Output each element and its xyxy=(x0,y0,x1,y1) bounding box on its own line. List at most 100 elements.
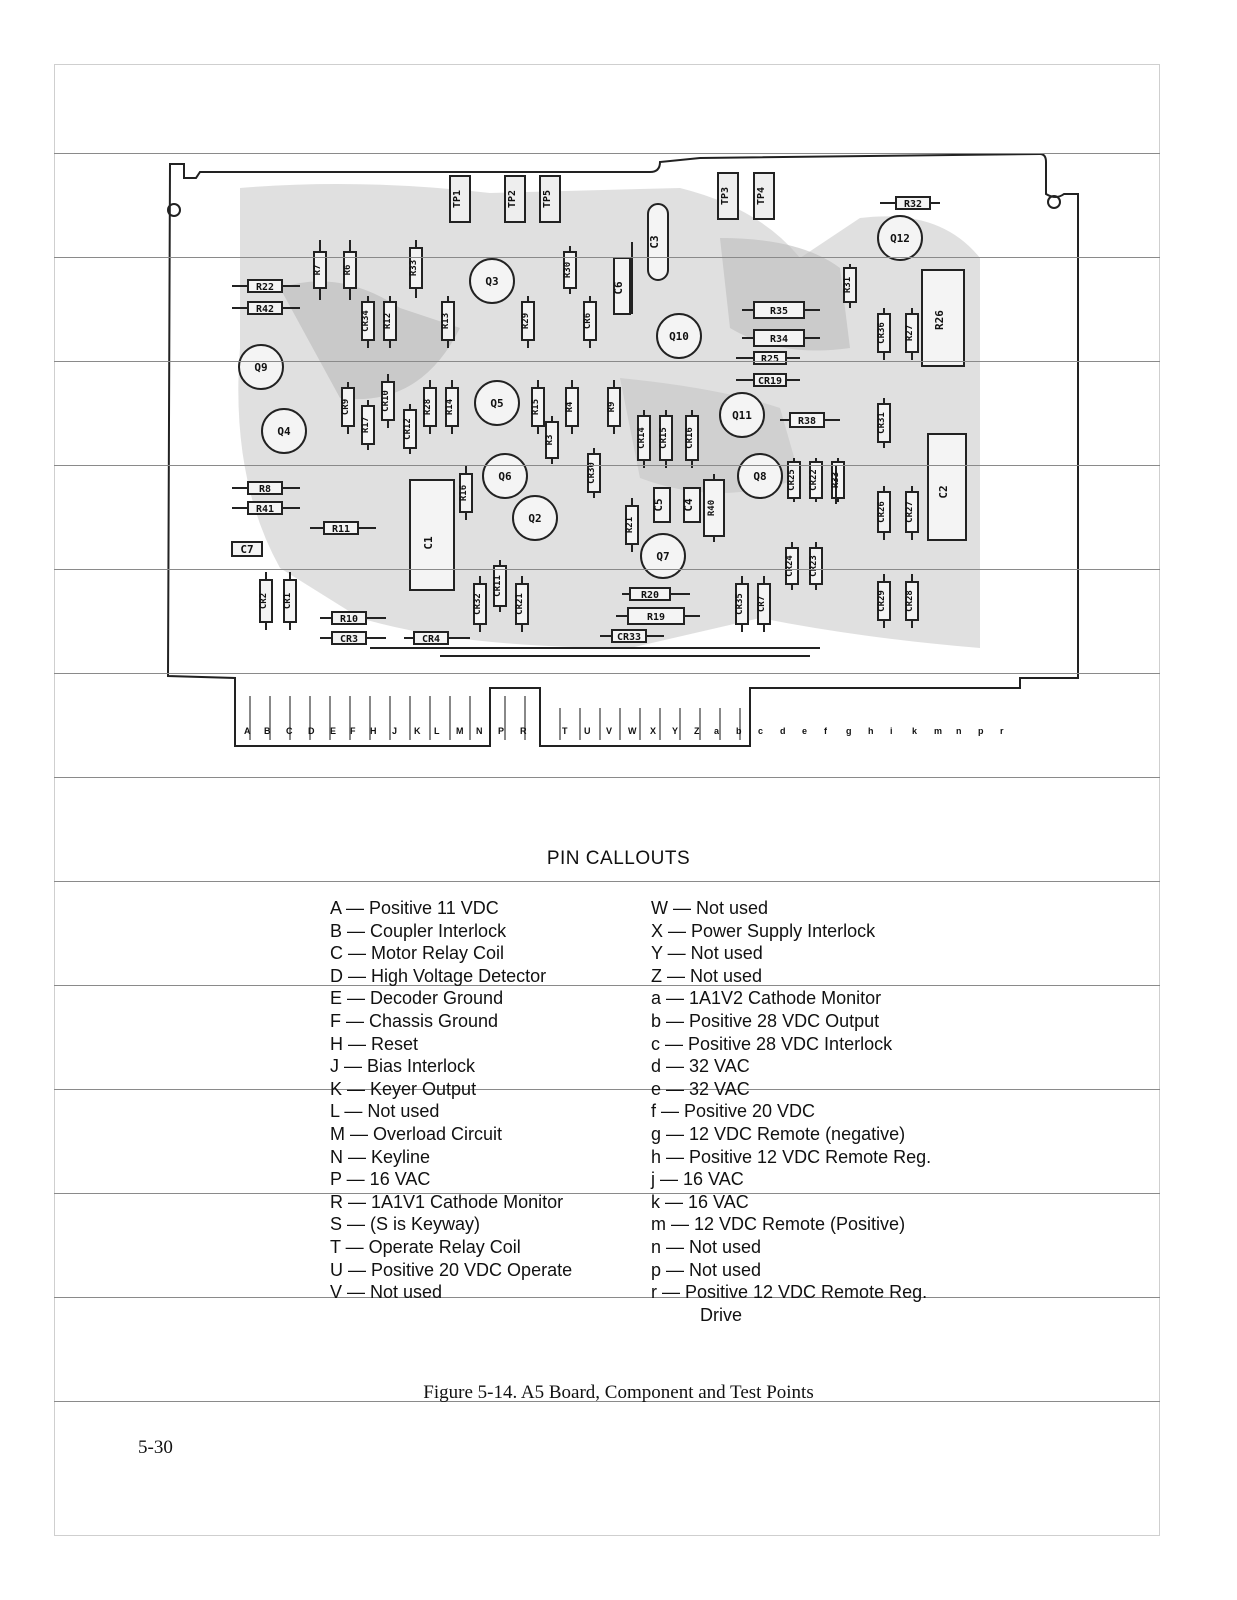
figure-caption: Figure 5-14. A5 Board, Component and Tes… xyxy=(423,1382,814,1403)
svg-text:R6: R6 xyxy=(343,265,353,276)
svg-text:CR34: CR34 xyxy=(361,310,371,332)
svg-text:D: D xyxy=(308,726,315,736)
pin-callouts-right-column: W — Not used X — Power Supply Interlock … xyxy=(651,897,931,1326)
pin-callout: Z — Not used xyxy=(651,965,763,986)
svg-text:C6: C6 xyxy=(612,281,625,295)
svg-text:R3: R3 xyxy=(545,435,555,446)
svg-text:R10: R10 xyxy=(340,614,358,625)
svg-text:c: c xyxy=(758,726,763,736)
svg-text:CR36: CR36 xyxy=(877,322,887,344)
svg-text:CR6: CR6 xyxy=(583,313,593,329)
svg-text:W: W xyxy=(628,726,637,736)
svg-text:N: N xyxy=(476,726,483,736)
svg-text:Q9: Q9 xyxy=(254,361,267,374)
svg-text:n: n xyxy=(956,726,962,736)
scan-rule xyxy=(54,465,1160,466)
pin-callout: c — Positive 28 VDC Interlock xyxy=(651,1033,893,1054)
svg-text:CR27: CR27 xyxy=(905,501,915,523)
pin-callout: p — Not used xyxy=(651,1259,762,1280)
pin-callout: f — Positive 20 VDC xyxy=(651,1101,816,1122)
svg-text:r: r xyxy=(1000,726,1004,736)
svg-text:R21: R21 xyxy=(625,517,635,533)
pin-callout: V — Not used xyxy=(330,1282,443,1303)
svg-text:B: B xyxy=(264,726,271,736)
svg-text:L: L xyxy=(434,726,440,736)
scan-rule xyxy=(54,673,1160,674)
svg-text:CR30: CR30 xyxy=(587,462,597,484)
pin-callout: F — Chassis Ground xyxy=(330,1010,499,1031)
svg-text:CR33: CR33 xyxy=(617,632,641,643)
svg-text:Z: Z xyxy=(694,726,700,736)
svg-text:R17: R17 xyxy=(361,417,371,433)
scan-rule xyxy=(54,1401,1160,1402)
svg-text:R16: R16 xyxy=(459,485,469,501)
svg-text:U: U xyxy=(584,726,591,736)
svg-text:g: g xyxy=(846,726,852,736)
svg-text:Y: Y xyxy=(672,726,678,736)
svg-text:R9: R9 xyxy=(607,402,617,413)
svg-text:d: d xyxy=(780,726,786,736)
svg-text:Q8: Q8 xyxy=(753,470,766,483)
svg-text:R: R xyxy=(520,726,527,736)
svg-text:CR23: CR23 xyxy=(809,555,819,577)
svg-text:R11: R11 xyxy=(332,524,350,535)
pin-callout: J — Bias Interlock xyxy=(330,1056,476,1077)
svg-text:R4: R4 xyxy=(565,401,575,412)
svg-text:i: i xyxy=(890,726,893,736)
svg-text:CR4: CR4 xyxy=(422,634,440,645)
pin-callout: N — Keyline xyxy=(330,1146,431,1167)
pin-callout: B — Coupler Interlock xyxy=(330,920,507,941)
svg-text:Q3: Q3 xyxy=(485,275,498,288)
svg-text:Q5: Q5 xyxy=(490,397,503,410)
scan-rule xyxy=(54,1297,1160,1298)
svg-text:R34: R34 xyxy=(770,334,788,345)
scan-rule xyxy=(54,153,1160,154)
pin-callout: E — Decoder Ground xyxy=(330,988,504,1009)
svg-text:CR3: CR3 xyxy=(340,634,358,645)
svg-text:R28: R28 xyxy=(423,399,433,415)
pin-callout: U — Positive 20 VDC Operate xyxy=(330,1259,573,1280)
svg-text:H: H xyxy=(370,726,377,736)
svg-text:CR2: CR2 xyxy=(259,593,269,609)
svg-text:M: M xyxy=(456,726,464,736)
edge-connector-fingers xyxy=(249,696,741,740)
svg-text:CR25: CR25 xyxy=(787,469,797,491)
pin-callout: k — 16 VAC xyxy=(651,1191,749,1212)
svg-text:m: m xyxy=(934,726,942,736)
test-points: TP1 TP2 TP5 TP3 TP4 xyxy=(449,172,775,223)
svg-text:R29: R29 xyxy=(521,313,531,329)
pin-callout: m — 12 VDC Remote (Positive) xyxy=(651,1214,906,1235)
svg-text:R38: R38 xyxy=(798,416,816,427)
svg-text:R33: R33 xyxy=(831,472,841,488)
svg-text:R31: R31 xyxy=(843,277,853,293)
svg-text:CR11: CR11 xyxy=(493,575,503,597)
pin-callout: d — 32 VAC xyxy=(651,1056,750,1077)
svg-text:CR28: CR28 xyxy=(905,590,915,612)
svg-text:K: K xyxy=(414,726,421,736)
svg-text:CR29: CR29 xyxy=(877,590,887,612)
svg-text:C5: C5 xyxy=(652,498,665,511)
pin-callout-continuation: Drive xyxy=(700,1304,743,1325)
svg-text:CR16: CR16 xyxy=(685,427,695,449)
transistors xyxy=(238,215,923,579)
svg-text:C3: C3 xyxy=(648,235,661,248)
scan-rule xyxy=(54,985,1160,986)
svg-text:CR31: CR31 xyxy=(877,412,887,434)
mount-hole-left xyxy=(167,203,181,217)
svg-text:P: P xyxy=(498,726,504,736)
pin-callout: n — Not used xyxy=(651,1236,762,1257)
pin-callout: A — Positive 11 VDC xyxy=(330,898,499,918)
pin-callout: W — Not used xyxy=(651,898,769,918)
svg-text:CR1: CR1 xyxy=(283,593,293,609)
scan-rule xyxy=(54,1193,1160,1194)
svg-text:J: J xyxy=(392,726,397,736)
scan-rule xyxy=(54,569,1160,570)
svg-text:Q6: Q6 xyxy=(498,470,512,483)
pin-callout: M — Overload Circuit xyxy=(330,1123,503,1144)
svg-text:R14: R14 xyxy=(445,398,455,415)
pin-callout: b — Positive 28 VDC Output xyxy=(651,1010,880,1031)
capacitors xyxy=(231,203,967,591)
svg-text:CR21: CR21 xyxy=(515,593,525,615)
